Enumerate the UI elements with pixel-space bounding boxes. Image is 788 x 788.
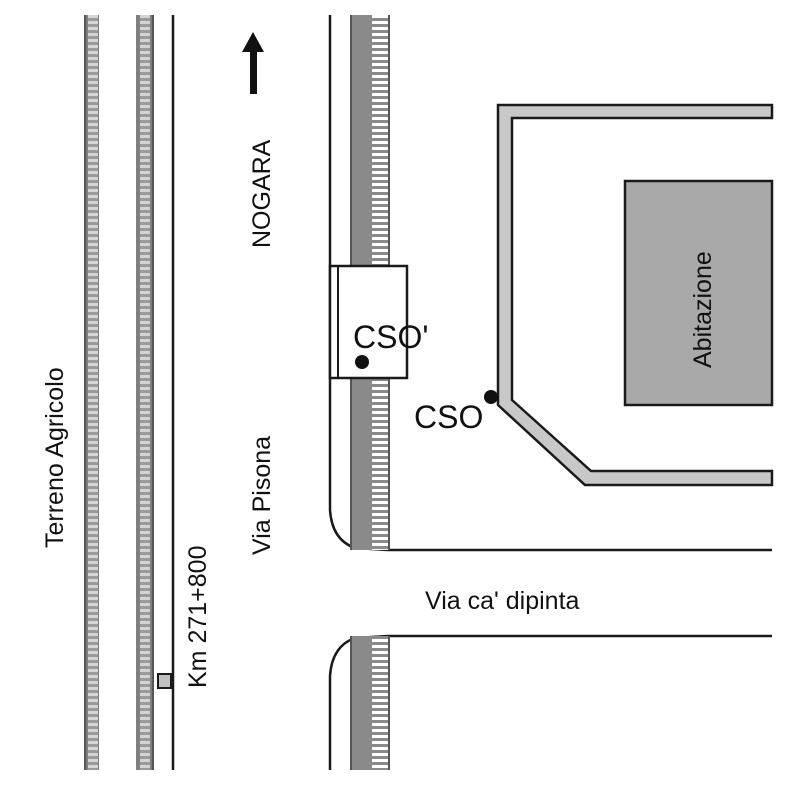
label-nogara: NOGARA [248, 139, 276, 248]
label-via-ca-dipinta: Via ca' dipinta [425, 587, 580, 615]
sampling-point-cso [484, 390, 498, 404]
culvert-box [328, 264, 409, 380]
canal-lower [351, 636, 389, 770]
sampling-point-cso-prime [355, 355, 369, 369]
label-km: Km 271+800 [184, 546, 212, 688]
north-arrow-icon [242, 32, 264, 94]
km-marker [157, 673, 172, 689]
ditch-left-2 [136, 15, 154, 770]
via-pisona-edge-lower [328, 634, 772, 770]
label-abitazione: Abitazione [689, 251, 717, 368]
label-terreno-agricolo: Terreno Agricolo [41, 367, 69, 548]
label-cso: CSO [414, 399, 483, 435]
ditch-left-1 [85, 15, 99, 770]
house-abitazione [623, 179, 774, 407]
label-cso-prime: CSO' [353, 319, 428, 355]
label-via-pisona: Via Pisona [248, 436, 276, 555]
boundary-wall [496, 103, 774, 487]
